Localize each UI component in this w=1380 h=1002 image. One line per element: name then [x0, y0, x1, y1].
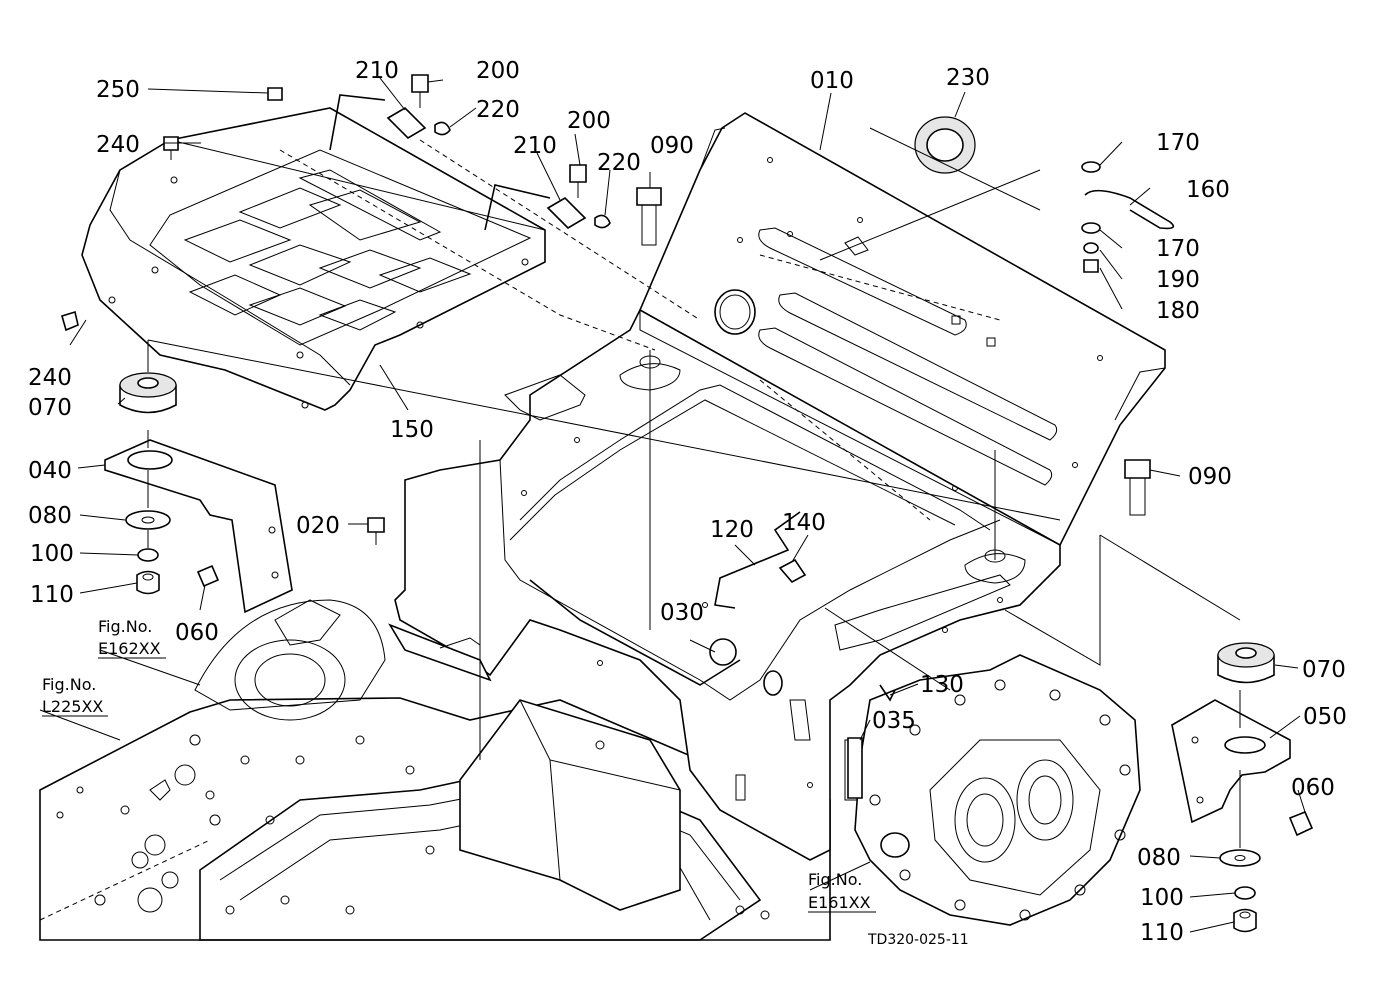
part-label: 200 — [567, 108, 611, 134]
part-label: 100 — [30, 541, 74, 567]
part-label: 180 — [1156, 298, 1200, 324]
leader-lines — [39, 77, 1306, 933]
part-label: 160 — [1186, 177, 1230, 203]
part-label: 140 — [782, 510, 826, 536]
part-label: 220 — [476, 97, 520, 123]
part-label: 150 — [390, 417, 434, 443]
part-label: 090 — [650, 133, 694, 159]
part-label: 110 — [30, 582, 74, 608]
fig-ref-code: L225XX — [42, 697, 103, 716]
part-labels: 250 210 200 220 210 200 220 090 010 230 … — [28, 58, 1347, 946]
part-label: 020 — [296, 513, 340, 539]
chassis-frame — [39, 697, 831, 941]
part-label: 210 — [513, 133, 557, 159]
fender-panel-150 — [81, 94, 551, 411]
fig-ref-label: Fig.No. — [98, 617, 152, 636]
transmission-housing — [854, 654, 1141, 926]
fig-ref-label: Fig.No. — [42, 675, 96, 694]
part-label: 070 — [28, 395, 72, 421]
drawing-code: TD320-025-11 — [867, 932, 969, 948]
part-label: 110 — [1140, 920, 1184, 946]
part-label: 080 — [1137, 845, 1181, 871]
engine-side-detail — [194, 599, 386, 721]
fig-ref-label: Fig.No. — [808, 870, 862, 889]
part-label: 090 — [1188, 464, 1232, 490]
part-label: 250 — [96, 77, 140, 103]
part-label: 080 — [28, 503, 72, 529]
part-label: 230 — [946, 65, 990, 91]
part-label: 050 — [1303, 704, 1347, 730]
part-label: 060 — [1291, 775, 1335, 801]
right-mount-assembly — [1171, 642, 1314, 933]
figure-references: Fig.No. E162XX Fig.No. L225XX Fig.No. E1… — [42, 617, 876, 913]
part-label: 240 — [96, 132, 140, 158]
part-label: 060 — [175, 620, 219, 646]
part-label: 120 — [710, 517, 754, 543]
part-label: 220 — [597, 150, 641, 176]
part-label: 200 — [476, 58, 520, 84]
part-label: 210 — [355, 58, 399, 84]
part-label: 010 — [810, 68, 854, 94]
part-label: 035 — [872, 708, 916, 734]
left-mount-assembly — [104, 340, 293, 614]
part-label: 190 — [1156, 267, 1200, 293]
fig-ref-code: E162XX — [98, 639, 161, 658]
hardware-parts — [61, 74, 1175, 799]
part-label: 170 — [1156, 236, 1200, 262]
part-label: 040 — [28, 458, 72, 484]
part-label: 170 — [1156, 130, 1200, 156]
part-label: 130 — [920, 672, 964, 698]
seat-back-panel-010 — [638, 112, 1166, 547]
part-label: 240 — [28, 365, 72, 391]
fig-ref-code: E161XX — [808, 893, 871, 912]
part-label: 100 — [1140, 885, 1184, 911]
part-label: 070 — [1302, 657, 1346, 683]
part-label: 030 — [660, 600, 704, 626]
